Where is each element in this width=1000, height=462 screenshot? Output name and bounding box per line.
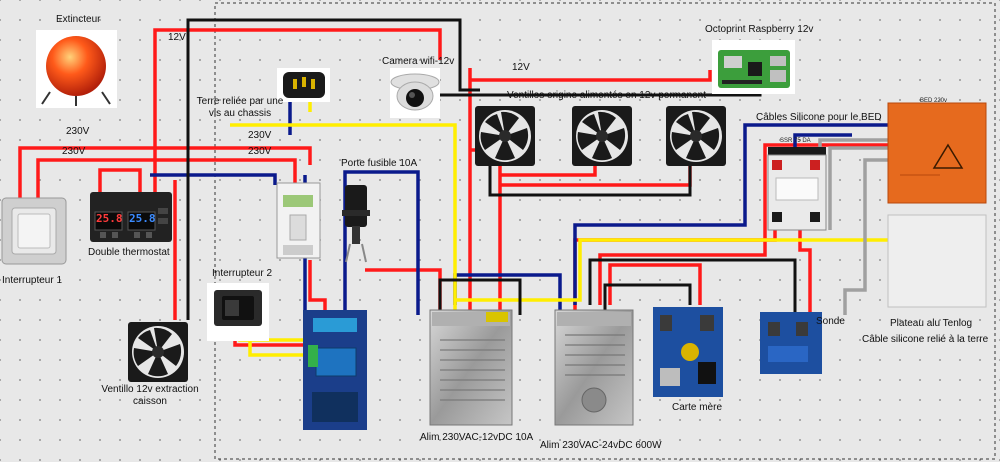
- thermostat-display-right: 25.8: [129, 212, 156, 225]
- psu-12v-label: Alim 230VAC-12vDC 10A: [420, 432, 534, 443]
- fans-12v-label: Ventillos origine alimentés en 12v perma…: [507, 90, 707, 101]
- switch-1-icon: [1, 197, 67, 265]
- relay-module-icon: [303, 310, 367, 430]
- voltage-230v-label-c: 230V: [248, 130, 272, 141]
- psu-24v-icon: [554, 309, 634, 426]
- enclosure-boundary: [214, 2, 996, 460]
- switch-2-icon: [207, 283, 269, 341]
- voltage-230v-label-d: 230V: [248, 146, 272, 157]
- fan-3-icon: [666, 106, 726, 166]
- extinguisher-label: Extincteur: [56, 14, 101, 25]
- camera-icon: [390, 68, 440, 118]
- switch-1-label: Interrupteur 1: [2, 275, 63, 286]
- motherboard-icon: [653, 307, 723, 397]
- ssr-icon: [767, 147, 827, 231]
- fan-1-icon: [475, 106, 535, 166]
- psu-12v-icon: [429, 309, 513, 426]
- fuse-holder-icon: [342, 185, 370, 263]
- thermostat-display-left: 25.8: [96, 212, 123, 225]
- switch-2-label: Interrupteur 2: [212, 268, 273, 279]
- iec-inlet-icon: [277, 68, 330, 102]
- alu-plate-label: Plateau alu Tenlog: [890, 318, 973, 329]
- extraction-fan-label: Ventillo 12v extraction caisson: [101, 384, 199, 407]
- wires-dc-ground: [186, 18, 797, 320]
- wires-silicone: [818, 138, 890, 315]
- camera-label: Camera wifi-12v: [382, 56, 455, 67]
- double-thermostat-icon: [90, 192, 172, 242]
- earth-label: Terre reliée par une vis au chassis: [196, 96, 284, 119]
- voltage-12v-label-a: 12V: [168, 32, 186, 43]
- psu-24v-label: Alim 230VAC-24vDC 600W: [540, 440, 662, 451]
- probe-label: Sonde: [816, 316, 845, 327]
- fuse-holder-label: Porte fusible 10A: [341, 158, 418, 169]
- extinguisher-icon: [36, 30, 117, 108]
- voltage-230v-label-b: 230V: [62, 146, 86, 157]
- raspberry-pi-icon: [712, 40, 795, 94]
- double-thermostat-label: Double thermostat: [88, 247, 170, 258]
- octoprint-label: Octoprint Raspberry 12v: [705, 24, 814, 35]
- bed-label: BED 220v: [920, 98, 948, 104]
- bed-heater-icon: [887, 102, 987, 204]
- extraction-fan-icon: [128, 322, 188, 382]
- fan-2-icon: [572, 106, 632, 166]
- silicone-cable-earth-label: Câble silicone relié à la terre: [862, 334, 989, 345]
- expansion-board-icon: [760, 312, 822, 374]
- silicone-cables-bed-label: Câbles Silicone pour le BED: [756, 112, 882, 123]
- voltage-230v-label-a: 230V: [66, 126, 90, 137]
- ssr-label: SSR 75 DA: [780, 138, 811, 144]
- motherboard-label: Carte mère: [672, 402, 723, 413]
- circuit-breaker-icon: [276, 182, 321, 259]
- alu-plate-icon: [887, 214, 987, 308]
- voltage-12v-label-b: 12V: [512, 62, 530, 73]
